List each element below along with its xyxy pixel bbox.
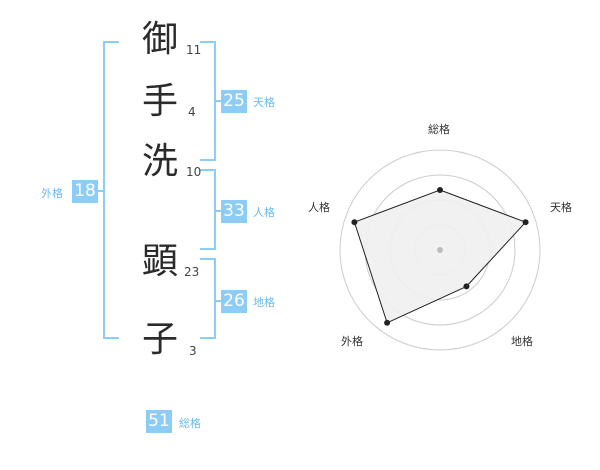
gaikaku-connector <box>97 190 105 192</box>
name-char-1: 御 <box>142 19 179 60</box>
name-char-2: 手 <box>142 81 179 122</box>
stroke-count-3: 10 <box>186 165 202 179</box>
name-char-4: 顕 <box>142 241 179 282</box>
soukaku-value: 51 <box>146 410 172 433</box>
radar-point <box>522 219 529 226</box>
radar-center-dot <box>437 247 443 253</box>
gaikaku-label: 外格 <box>41 187 63 200</box>
radar-axis-label-tenkaku: 天格 <box>550 201 572 214</box>
tenkaku-label: 天格 <box>253 96 275 109</box>
stroke-count-1: 11 <box>186 43 202 57</box>
radar-polygon <box>353 189 527 324</box>
radar-axis-label-jinkaku: 人格 <box>308 201 330 214</box>
tenkaku-connector <box>214 100 222 102</box>
chikaku-value: 26 <box>221 290 247 313</box>
radar-point <box>463 283 470 290</box>
soukaku-label: 総格 <box>179 417 201 430</box>
chikaku-connector <box>214 300 222 302</box>
stroke-count-5: 3 <box>189 344 197 358</box>
jinkaku-label: 人格 <box>253 206 275 219</box>
gaikaku-value: 18 <box>72 180 98 203</box>
name-char-5: 子 <box>142 319 179 360</box>
stroke-count-4: 23 <box>184 265 200 279</box>
name-char-3: 洗 <box>142 141 179 182</box>
radar-axis-label-soukaku: 総格 <box>428 123 450 136</box>
tenkaku-value: 25 <box>221 90 247 113</box>
radar-ring <box>339 149 541 351</box>
jinkaku-value: 33 <box>221 200 247 223</box>
jinkaku-connector <box>214 210 222 212</box>
radar-points <box>351 187 529 326</box>
chikaku-label: 地格 <box>253 296 275 309</box>
radar-point <box>351 219 358 226</box>
radar-axis-label-chikaku: 地格 <box>511 335 533 348</box>
jinkaku-bracket <box>200 169 216 250</box>
chikaku-bracket <box>200 258 216 339</box>
radar-axis-label-gaikaku: 外格 <box>341 335 363 348</box>
radar-point <box>384 319 391 326</box>
radar-point <box>437 187 443 193</box>
stroke-count-2: 4 <box>188 105 196 119</box>
